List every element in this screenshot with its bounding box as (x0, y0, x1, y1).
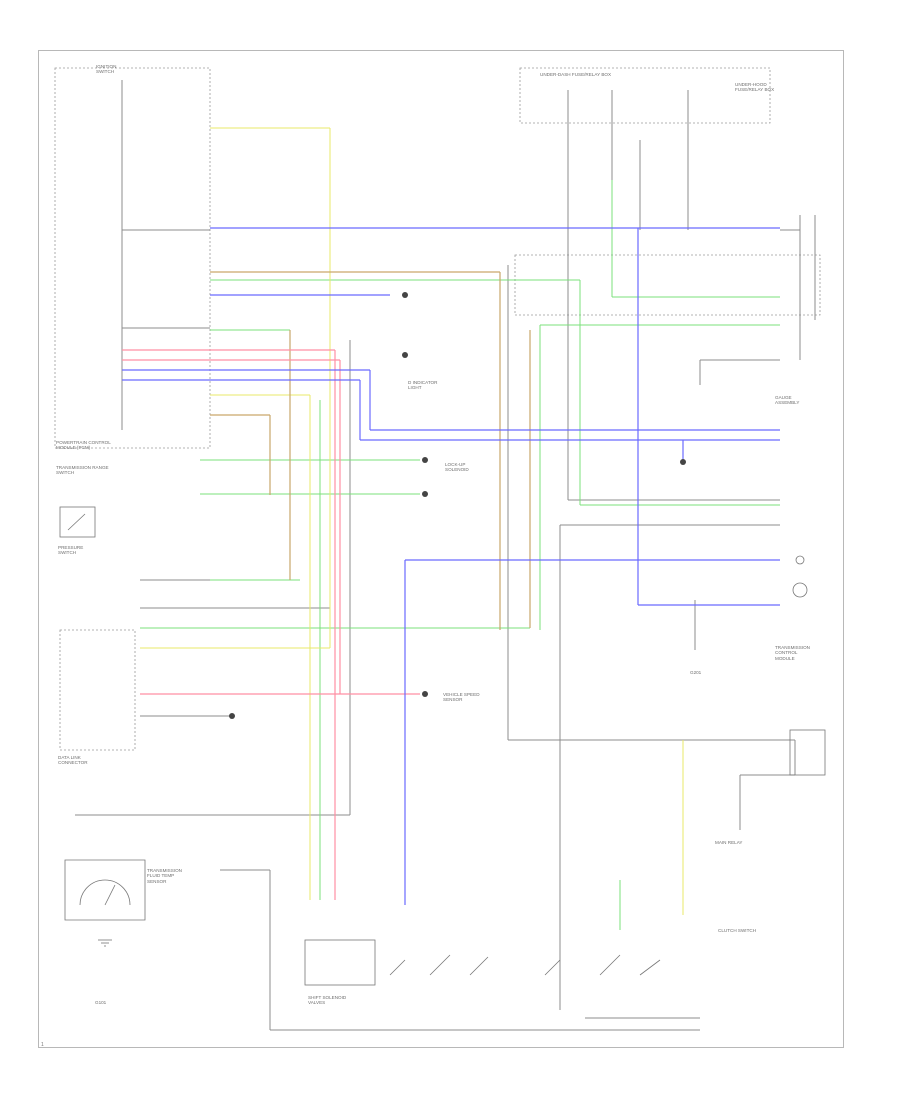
blue-wires (122, 227, 780, 905)
vehicle-speed-sensor-label: VEHICLE SPEED SENSOR (443, 692, 480, 703)
gauge-assembly-label: GAUGE ASSEMBLY (775, 395, 800, 406)
components (59, 292, 826, 986)
yellow-wires (140, 127, 684, 915)
diagram-frame (38, 50, 844, 1048)
pcm-label: POWERTRAIN CONTROL MODULE (PCM) (56, 440, 111, 451)
transmission-control-module-label: TRANSMISSION CONTROL MODULE (775, 645, 810, 661)
tan-wires (210, 271, 531, 630)
main-relay-label: MAIN RELAY (715, 840, 743, 845)
green-wires (140, 180, 780, 930)
under-dash-fuse-box-label: UNDER-DASH FUSE/RELAY BOX (540, 72, 612, 77)
shift-solenoid-valves-label: SHIFT SOLENOID VALVES (308, 995, 347, 1006)
ignition-switch-label: IGNITION SWITCH (96, 64, 117, 75)
ground-g101-label: G101 (95, 1000, 107, 1005)
ground-g201-label: G201 (690, 670, 702, 675)
lockup-solenoid-label: LOCK-UP SOLENOID (445, 462, 469, 473)
module-boundaries (54, 67, 821, 751)
grey-wires (75, 80, 816, 1031)
under-hood-fuse-box-label: UNDER-HOOD FUSE/RELAY BOX (735, 82, 775, 93)
clutch-switch-label: CLUTCH SWITCH (718, 928, 757, 933)
fluid-temp-sensor-label: TRANSMISSION FLUID TEMP SENSOR (147, 868, 182, 884)
page-code: 1 (41, 1042, 44, 1048)
data-link-connector-label: DATA LINK CONNECTOR (58, 755, 88, 766)
transmission-range-switch-label: TRANSMISSION RANGE SWITCH (56, 465, 109, 476)
pink-wires (122, 349, 420, 900)
pressure-switch-label: PRESSURE SWITCH (58, 545, 84, 556)
d-indicator-light-label: D INDICATOR LIGHT (408, 380, 438, 391)
